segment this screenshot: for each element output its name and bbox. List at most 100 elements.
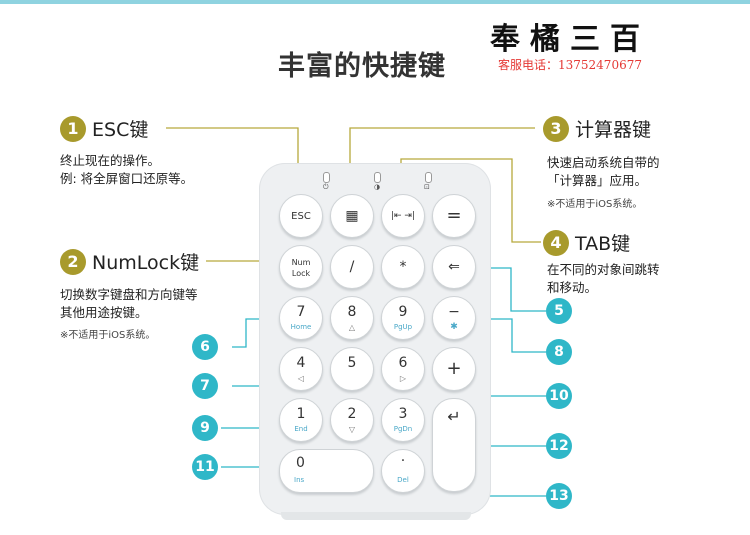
key-label: 6 bbox=[398, 355, 408, 371]
feature-tab: 4 TAB键 bbox=[543, 229, 630, 256]
key-label: 9 bbox=[398, 304, 408, 320]
key-label: 2 bbox=[347, 406, 357, 422]
tab-key[interactable]: |⇤ ⇥| bbox=[381, 194, 425, 238]
feature-esc-desc: 终止现在的操作。 例: 将全屏窗口还原等。 bbox=[60, 152, 193, 188]
numlock-key[interactable]: Num Lock bbox=[279, 245, 323, 289]
right-arrow-icon: ▷ bbox=[399, 374, 407, 383]
backspace-key[interactable]: ⇐ bbox=[432, 245, 476, 289]
feature-calculator-desc: 快速启动系统自带的 「计算器」应用。 bbox=[547, 154, 660, 190]
power-icon: ⏻ bbox=[323, 183, 329, 191]
desc-line: 和移动。 bbox=[547, 280, 598, 295]
feature-title: ESC键 bbox=[92, 119, 149, 141]
key-1-end[interactable]: 1 End bbox=[279, 398, 323, 442]
keypad-stand bbox=[281, 512, 471, 520]
feature-number-badge: 2 bbox=[60, 248, 86, 275]
battery-icon: ◑ bbox=[374, 183, 381, 191]
tab-icon: |⇤ ⇥| bbox=[390, 211, 415, 221]
desc-line: 「计算器」应用。 bbox=[547, 173, 648, 188]
desc-line: 快速启动系统自带的 bbox=[547, 155, 660, 170]
key-label: − bbox=[448, 304, 460, 320]
enter-key[interactable]: ↵ bbox=[432, 398, 476, 492]
callout-11: 11 bbox=[192, 454, 218, 480]
key-sublabel: PgUp bbox=[393, 323, 413, 331]
key-label: 7 bbox=[296, 304, 306, 320]
feature-numlock-desc: 切换数字键盘和方向键等 其他用途按键。 bbox=[60, 286, 198, 322]
key-label: = bbox=[446, 205, 462, 226]
key-9-pgup[interactable]: 9 PgUp bbox=[381, 296, 425, 340]
enter-icon: ↵ bbox=[447, 407, 461, 426]
callout-10: 10 bbox=[546, 383, 572, 409]
feature-calculator-note: ※不适用于iOS系统。 bbox=[547, 199, 643, 210]
page-title: 丰富的快捷键 bbox=[278, 51, 446, 82]
down-arrow-icon: ▽ bbox=[348, 425, 356, 434]
key-label: 4 bbox=[296, 355, 306, 371]
key-label: / bbox=[349, 259, 355, 275]
slash-key[interactable]: / bbox=[330, 245, 374, 289]
calculator-key[interactable]: ▦ bbox=[330, 194, 374, 238]
asterisk-key[interactable]: * bbox=[381, 245, 425, 289]
brand-logo-text: 奉橘三百 bbox=[490, 22, 650, 57]
status-led bbox=[323, 172, 330, 183]
callout-13: 13 bbox=[546, 483, 572, 509]
key-label: Lock bbox=[291, 269, 311, 278]
plus-key[interactable]: + bbox=[432, 347, 476, 391]
callout-7: 7 bbox=[192, 373, 218, 399]
key-0-ins[interactable]: 0 Ins bbox=[279, 449, 374, 493]
key-4-left[interactable]: 4 ◁ bbox=[279, 347, 323, 391]
feature-calculator: 3 计算器键 bbox=[543, 115, 651, 142]
feature-title: 计算器键 bbox=[575, 119, 652, 141]
key-3-pgdn[interactable]: 3 PgDn bbox=[381, 398, 425, 442]
callout-6: 6 bbox=[192, 334, 218, 360]
feature-number-badge: 3 bbox=[543, 115, 569, 142]
key-label: + bbox=[446, 358, 462, 379]
key-label: * bbox=[399, 259, 407, 275]
key-label: 8 bbox=[347, 304, 357, 320]
numlock-label: Num Lock bbox=[280, 257, 322, 279]
backspace-icon: ⇐ bbox=[448, 259, 460, 275]
left-arrow-icon: ◁ bbox=[297, 374, 305, 383]
feature-tab-desc: 在不同的对象间跳转 和移动。 bbox=[547, 261, 660, 297]
calculator-icon: ▦ bbox=[345, 208, 359, 224]
desc-line: 其他用途按键。 bbox=[60, 305, 148, 320]
callout-12: 12 bbox=[546, 433, 572, 459]
top-accent-bar bbox=[0, 0, 750, 4]
dot-del-key[interactable]: · Del bbox=[381, 449, 425, 493]
status-led bbox=[374, 172, 381, 183]
key-label: Num bbox=[291, 258, 311, 267]
feature-number-badge: 1 bbox=[60, 115, 86, 142]
key-2-down[interactable]: 2 ▽ bbox=[330, 398, 374, 442]
feature-numlock-note: ※不适用于iOS系统。 bbox=[60, 330, 156, 341]
bluetooth-icon: ✱ bbox=[450, 322, 458, 332]
key-sublabel: Del bbox=[397, 476, 409, 484]
key-label: ESC bbox=[291, 211, 311, 222]
key-label: 0 bbox=[296, 455, 305, 471]
minus-bluetooth-key[interactable]: − ✱ bbox=[432, 296, 476, 340]
desc-line: 例: 将全屏窗口还原等。 bbox=[60, 171, 194, 186]
feature-esc: 1 ESC键 bbox=[60, 115, 148, 142]
feature-title: NumLock键 bbox=[92, 252, 200, 274]
feature-numlock: 2 NumLock键 bbox=[60, 248, 199, 275]
feature-title: TAB键 bbox=[575, 233, 631, 255]
desc-line: 终止现在的操作。 bbox=[60, 153, 161, 168]
esc-key[interactable]: ESC bbox=[279, 194, 323, 238]
callout-5: 5 bbox=[546, 298, 572, 324]
key-label: · bbox=[400, 453, 406, 469]
feature-number-badge: 4 bbox=[543, 229, 569, 256]
key-8-up[interactable]: 8 △ bbox=[330, 296, 374, 340]
key-6-right[interactable]: 6 ▷ bbox=[381, 347, 425, 391]
status-led bbox=[425, 172, 432, 183]
numlock-indicator-icon: ⊡ bbox=[424, 183, 430, 191]
key-5[interactable]: 5 bbox=[330, 347, 374, 391]
desc-line: 切换数字键盘和方向键等 bbox=[60, 287, 198, 302]
desc-line: 在不同的对象间跳转 bbox=[547, 262, 660, 277]
key-7-home[interactable]: 7 Home bbox=[279, 296, 323, 340]
key-label: 1 bbox=[296, 406, 306, 422]
contact-phone: 客服电话：13752470677 bbox=[498, 58, 642, 72]
callout-8: 8 bbox=[546, 339, 572, 365]
equals-key[interactable]: = bbox=[432, 194, 476, 238]
key-sublabel: PgDn bbox=[393, 425, 413, 433]
key-label: 5 bbox=[347, 355, 357, 371]
key-sublabel: Ins bbox=[294, 476, 305, 484]
callout-9: 9 bbox=[192, 415, 218, 441]
key-sublabel: End bbox=[294, 425, 308, 433]
